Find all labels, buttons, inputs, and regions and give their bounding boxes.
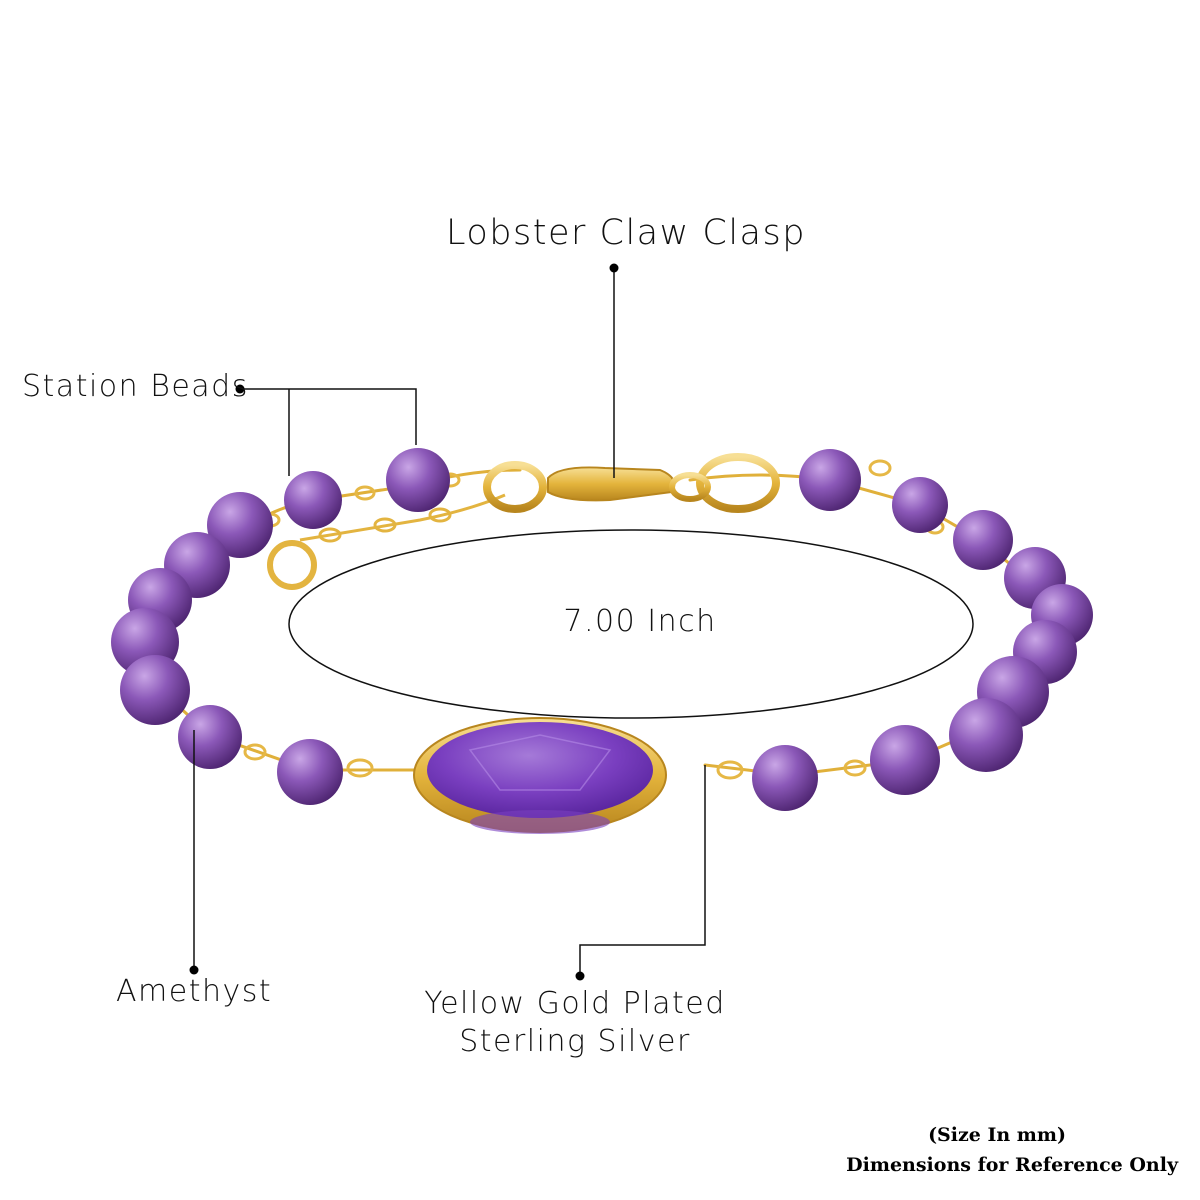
lobster-claw-clasp-label: Lobster Claw Clasp [446,213,806,253]
yellow-gold-plated-line2: Sterling Silver [459,1023,691,1059]
size-unit-note: (Size In mm) [928,1124,1066,1146]
amethyst-label: Amethyst [116,974,273,1009]
bracelet-length: 7.00 Inch [563,604,717,639]
oval-gem-icon [413,717,667,834]
callout-lines [193,268,706,976]
reference-disclaimer: Dimensions for Reference Only [846,1154,1178,1176]
yellow-gold-plated-line1: Yellow Gold Plated [424,986,726,1021]
black-dot-icon [189,263,619,981]
amethyst-beads [111,448,1093,811]
station-beads-label: Station Beads [22,369,249,404]
extension-chain [267,493,506,590]
size-ellipse [288,529,974,719]
yellow-gold-plated-label: Yellow Gold Plated Sterling Silver [420,985,730,1060]
lobster-clasp-icon [483,453,780,513]
